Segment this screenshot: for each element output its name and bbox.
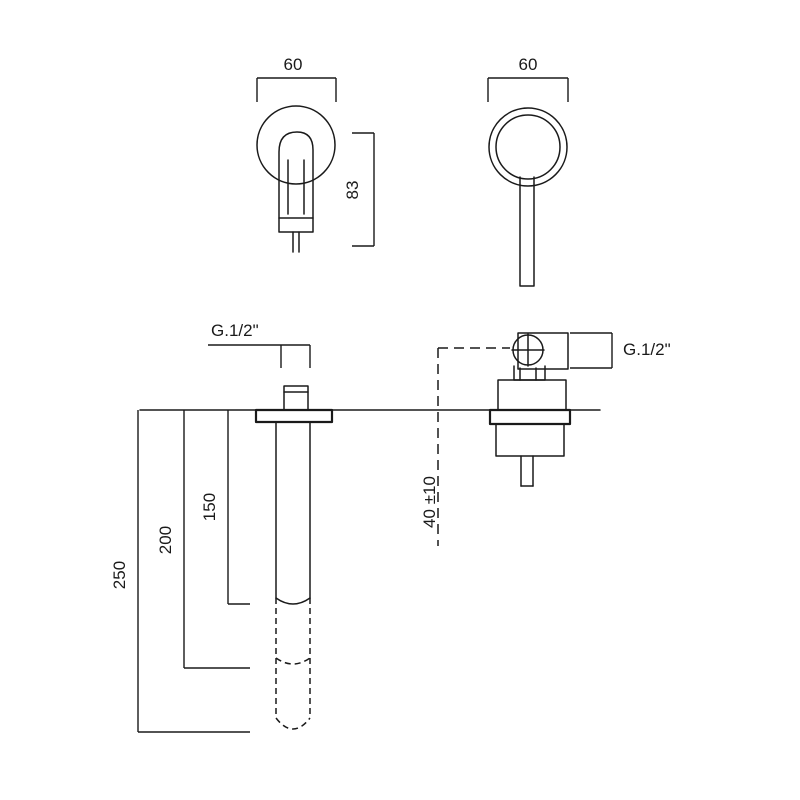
- valve-housing-flange: [488, 408, 572, 426]
- valve-thread-label: G.1/2": [623, 340, 671, 359]
- handle-rosette-outer: [488, 107, 568, 187]
- spout-tip-200: [275, 657, 311, 665]
- spout-aerator: [278, 217, 314, 233]
- valve-inlet-body: [517, 332, 569, 370]
- spout-height-label: 83: [343, 181, 362, 200]
- spout-side-view: G.1/2" 150 200 250: [110, 321, 334, 733]
- spout-tip-250: [275, 717, 311, 730]
- spout-flange: [254, 408, 334, 424]
- handle-rosette-inner: [495, 114, 561, 180]
- spout-body: [278, 131, 314, 219]
- handle-width-label: 60: [519, 55, 538, 74]
- depth-200-label: 200: [156, 526, 175, 554]
- handle-lever: [519, 176, 535, 287]
- spout-front-view: 60 83: [256, 55, 375, 253]
- valve-side-view: 40 ±10 G.1/2": [420, 332, 671, 546]
- spout-width-label: 60: [284, 55, 303, 74]
- valve-housing-lower: [495, 423, 565, 457]
- depth-150-label: 150: [200, 493, 219, 521]
- handle-front-view: 60: [487, 55, 569, 287]
- spout-threaded-connector: [283, 385, 309, 411]
- spout-thread-label: G.1/2": [211, 321, 259, 340]
- valve-housing-upper: [497, 379, 567, 411]
- depth-250-label: 250: [110, 561, 129, 589]
- wall-depth-label: 40 ±10: [420, 476, 439, 528]
- spout-rosette: [256, 105, 336, 185]
- spout-tip-150: [275, 597, 311, 605]
